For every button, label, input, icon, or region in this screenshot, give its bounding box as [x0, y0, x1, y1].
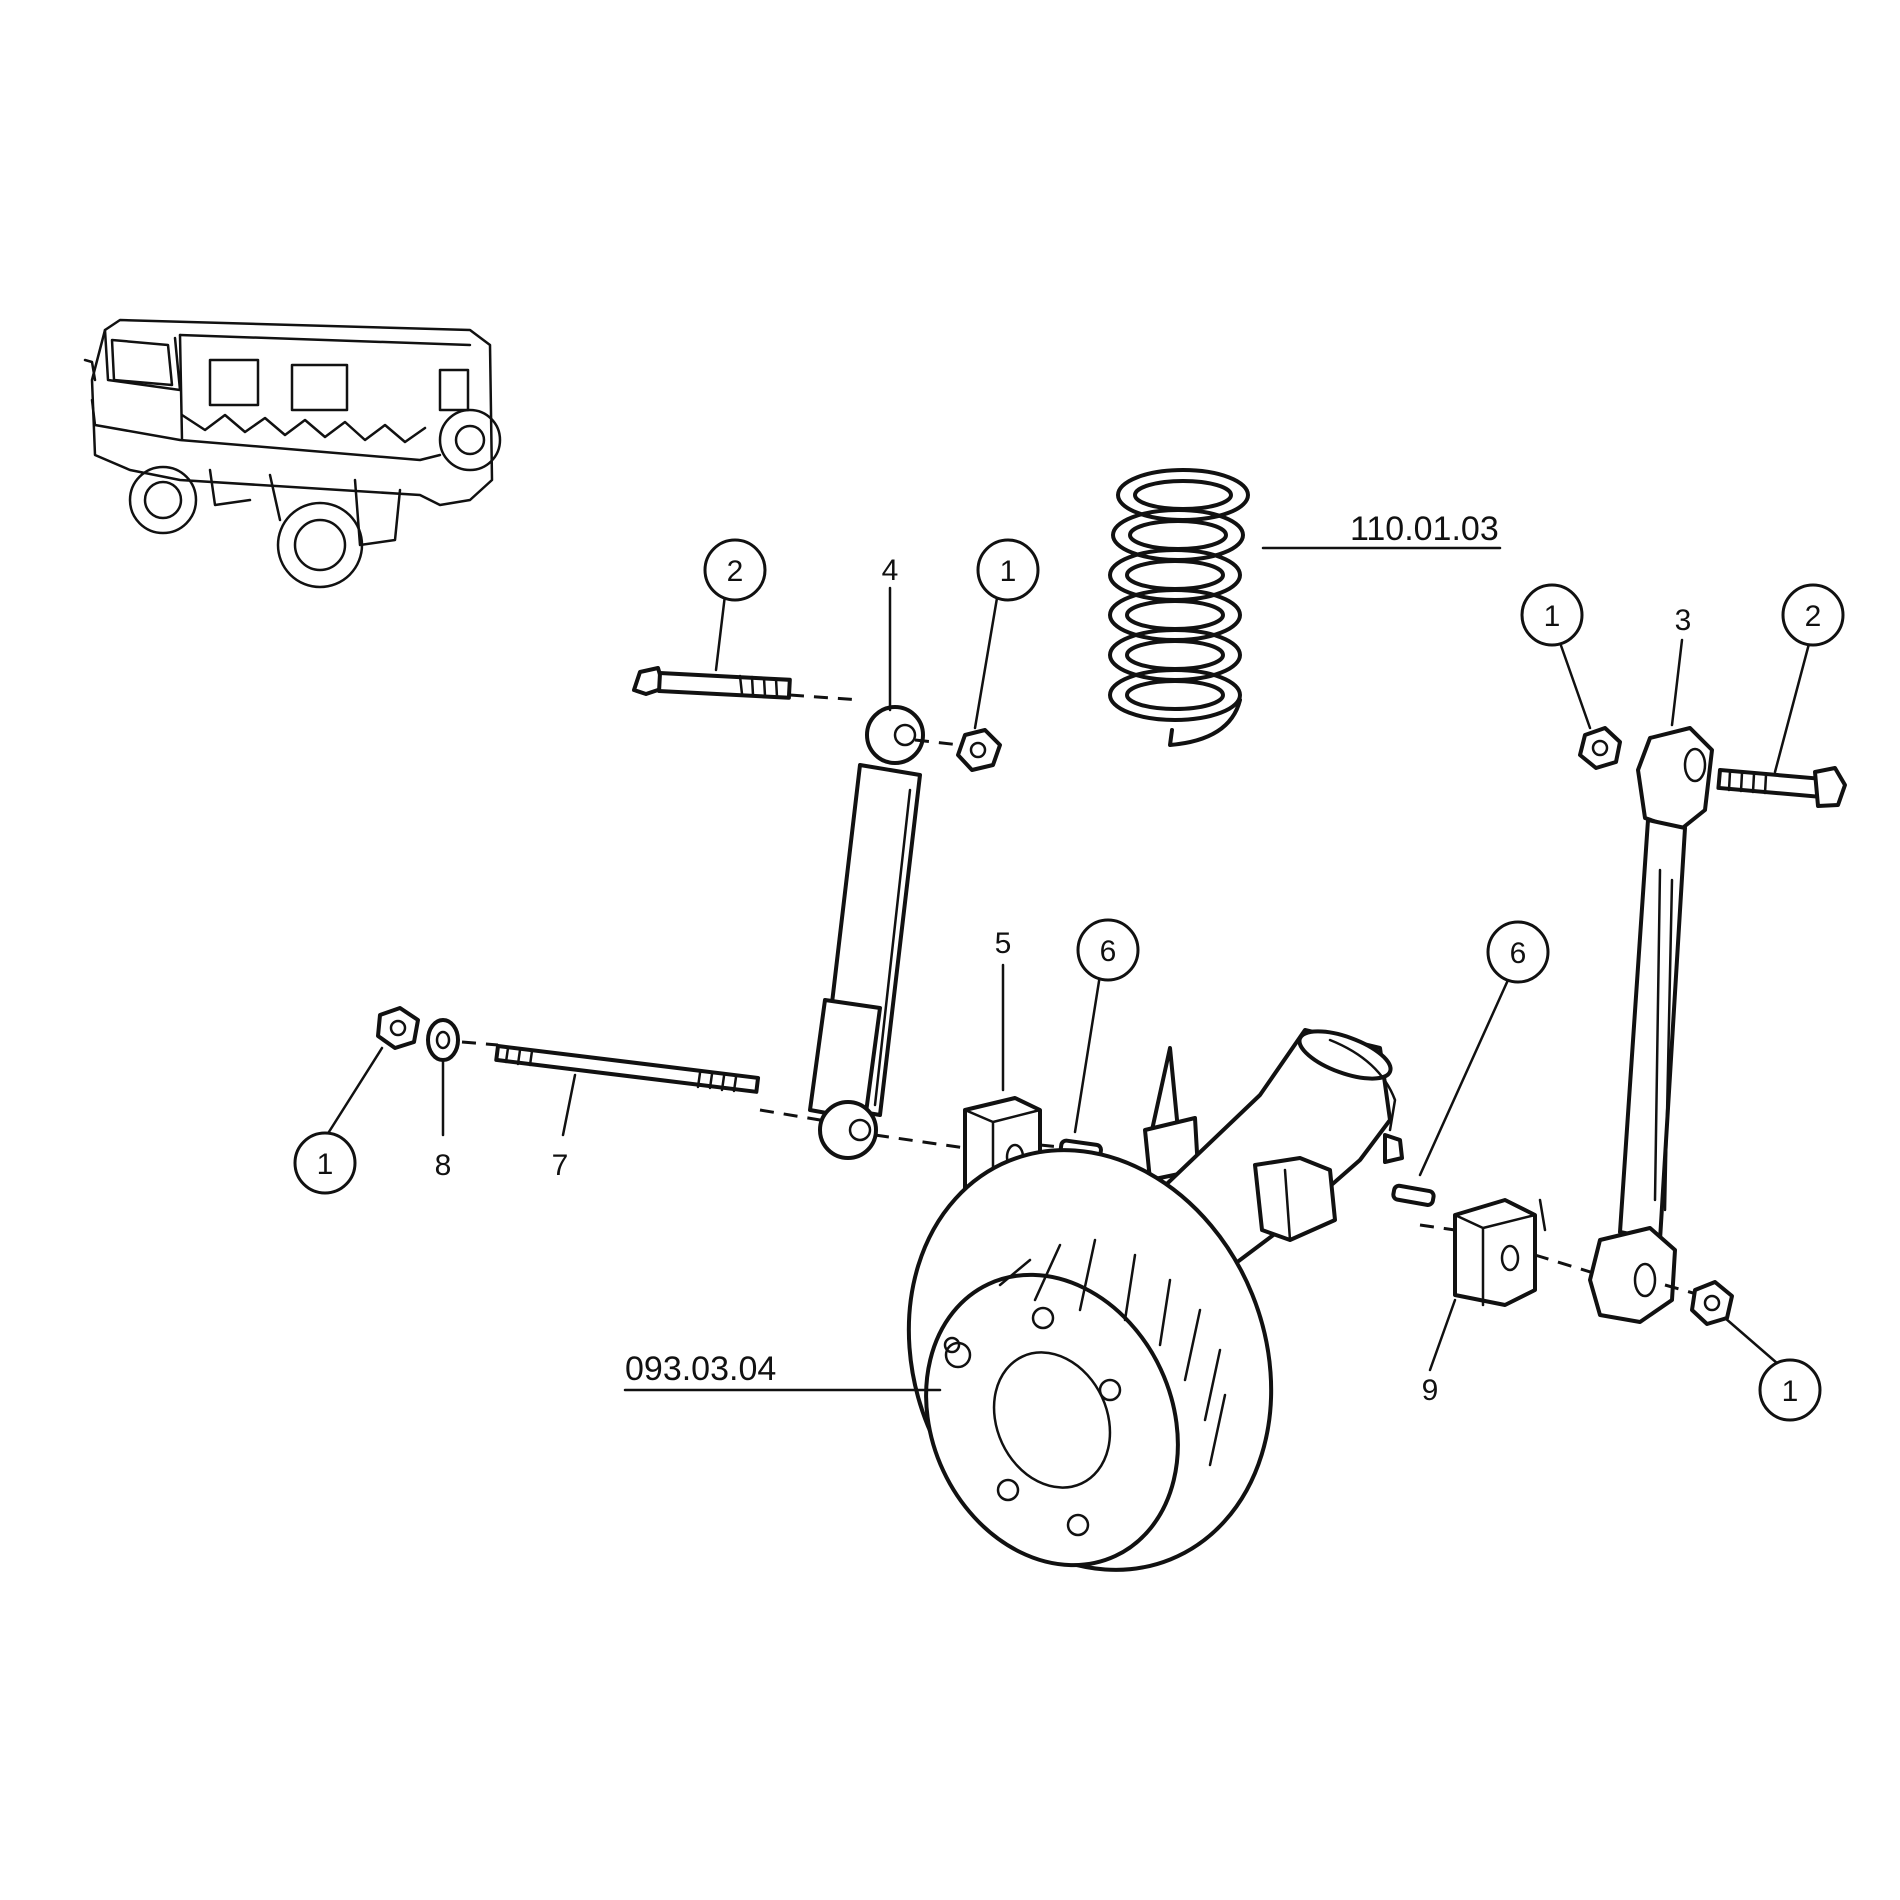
axis-line — [789, 693, 861, 702]
callout-label: 1 — [317, 1148, 334, 1181]
callout-2-top: 2 — [703, 538, 767, 602]
spacer-block-right — [1453, 1198, 1547, 1307]
callout-1-left: 1 — [293, 1131, 357, 1195]
axis-line — [759, 1108, 821, 1122]
callout-label: 6 — [1100, 935, 1117, 968]
callout-9: 9 — [1422, 1374, 1439, 1407]
callout-label: 1 — [1544, 600, 1561, 633]
callout-4: 4 — [882, 554, 899, 587]
link-upper-nut — [1578, 726, 1622, 770]
drum-ref-label: 093.03.04 — [625, 1350, 776, 1388]
callout-1-right-top: 1 — [1520, 583, 1584, 647]
callout-label: 6 — [1510, 937, 1527, 970]
link-lower-nut — [1690, 1280, 1734, 1326]
threaded-stud — [494, 1044, 761, 1094]
callout-label: 2 — [1805, 600, 1822, 633]
brake-drum — [906, 1148, 1274, 1572]
roll-pin-right — [1391, 1183, 1436, 1207]
lower-nut-left — [376, 1006, 420, 1050]
callout-5: 5 — [995, 927, 1012, 960]
callout-label: 1 — [1782, 1375, 1799, 1408]
shock-upper-bolt — [632, 666, 792, 700]
callout-8: 8 — [435, 1149, 452, 1182]
leader-lines — [325, 586, 1812, 1372]
shock-absorber — [808, 705, 925, 1160]
vehicle-thumbnail — [83, 318, 502, 589]
callout-3: 3 — [1675, 604, 1692, 637]
callout-label: 2 — [727, 555, 744, 588]
shock-upper-nut — [956, 728, 1002, 772]
callout-1-right-bottom: 1 — [1758, 1358, 1822, 1422]
coil-spring — [1108, 468, 1250, 747]
link-arm — [1588, 726, 1714, 1324]
callout-6-left: 6 — [1076, 918, 1140, 982]
axis-line — [914, 738, 961, 747]
axis-line — [461, 1040, 499, 1047]
callout-1-top: 1 — [976, 538, 1040, 602]
axis-line — [1419, 1223, 1456, 1232]
callout-7: 7 — [552, 1149, 569, 1182]
link-upper-bolt — [1716, 766, 1847, 808]
axis-line — [874, 1133, 966, 1150]
axis-line — [1534, 1253, 1601, 1277]
washer — [426, 1018, 460, 1062]
callout-label: 1 — [1000, 555, 1017, 588]
callout-6-right: 6 — [1486, 920, 1550, 984]
spring-ref-label: 110.01.03 — [1350, 510, 1499, 548]
callout-2-right: 2 — [1781, 583, 1845, 647]
